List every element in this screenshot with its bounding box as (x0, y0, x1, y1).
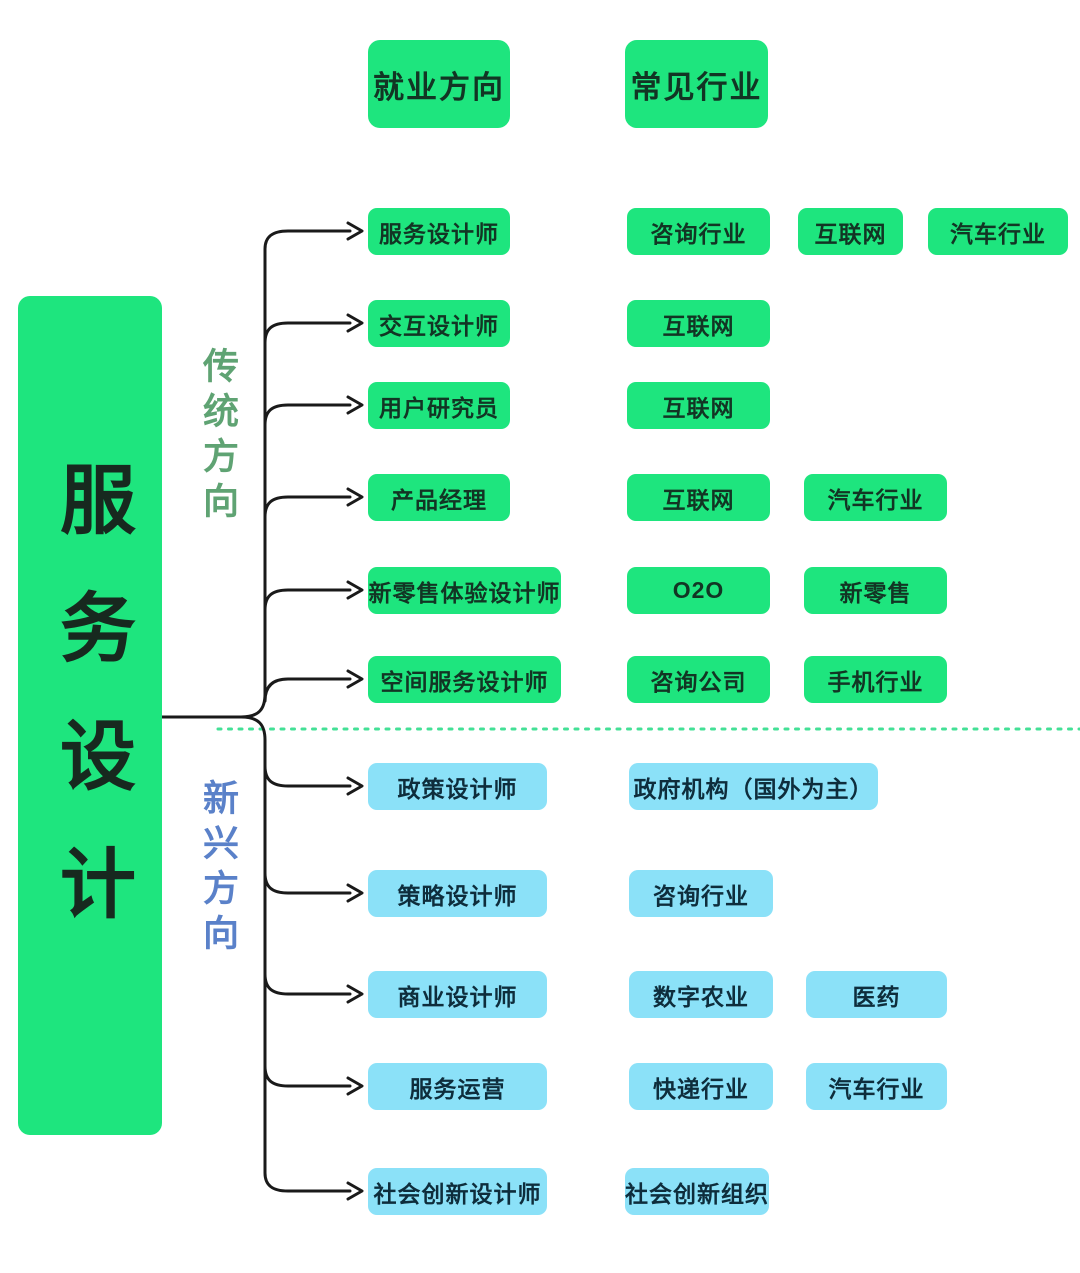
industry-node-1-2: 互联网 (798, 208, 903, 255)
branch-row-2 (263, 321, 352, 345)
trunk-lower (158, 715, 352, 1193)
arrowhead-row-7 (346, 776, 364, 796)
branch-row-3 (263, 403, 352, 427)
arrowhead-row-9 (346, 984, 364, 1004)
job-node-10: 服务运营 (368, 1063, 547, 1110)
job-node-9: 商业设计师 (368, 971, 547, 1018)
job-node-3: 用户研究员 (368, 382, 510, 429)
branch-row-10 (263, 1064, 352, 1088)
arrowhead-row-5 (346, 580, 364, 600)
industry-node-5-2: 新零售 (804, 567, 947, 614)
job-node-2: 交互设计师 (368, 300, 510, 347)
job-node-7: 政策设计师 (368, 763, 547, 810)
industry-node-11-1: 社会创新组织 (625, 1168, 769, 1215)
industry-node-9-2: 医药 (806, 971, 947, 1018)
industry-node-5-1: O2O (627, 567, 770, 614)
arrowhead-row-8 (346, 883, 364, 903)
arrowhead-row-6 (346, 669, 364, 689)
industry-node-6-1: 咨询公司 (627, 656, 770, 703)
job-node-1: 服务设计师 (368, 208, 510, 255)
industry-node-7-1: 政府机构（国外为主） (629, 763, 878, 810)
branch-row-8 (263, 871, 352, 895)
industry-node-2-1: 互联网 (627, 300, 770, 347)
root-node: 服务设计 (18, 296, 162, 1135)
arrowhead-row-1 (346, 221, 364, 241)
branch-row-4 (263, 495, 352, 519)
industry-node-10-2: 汽车行业 (806, 1063, 947, 1110)
branch-row-6 (263, 677, 352, 703)
industry-node-10-1: 快递行业 (629, 1063, 773, 1110)
branch-row-7 (263, 764, 352, 788)
industry-node-1-3: 汽车行业 (928, 208, 1068, 255)
job-node-11: 社会创新设计师 (368, 1168, 547, 1215)
job-node-6: 空间服务设计师 (368, 656, 561, 703)
industry-node-4-1: 互联网 (627, 474, 770, 521)
industry-node-9-1: 数字农业 (629, 971, 773, 1018)
job-node-5: 新零售体验设计师 (368, 567, 561, 614)
arrowhead-row-3 (346, 395, 364, 415)
arrowhead-row-2 (346, 313, 364, 333)
group-label-emerging: 新兴方向 (198, 779, 239, 959)
arrowhead-row-4 (346, 487, 364, 507)
arrowhead-row-11 (346, 1181, 364, 1201)
branch-row-5 (263, 588, 352, 612)
job-node-8: 策略设计师 (368, 870, 547, 917)
root-node-title: 服务设计 (48, 459, 133, 972)
industry-node-4-2: 汽车行业 (804, 474, 947, 521)
industry-node-3-1: 互联网 (627, 382, 770, 429)
branch-row-9 (263, 972, 352, 996)
job-node-4: 产品经理 (368, 474, 510, 521)
header-jobs: 就业方向 (368, 40, 510, 128)
industry-node-6-2: 手机行业 (804, 656, 947, 703)
group-label-traditional: 传统方向 (198, 347, 239, 527)
header-industries: 常见行业 (625, 40, 768, 128)
industry-node-1-1: 咨询行业 (627, 208, 770, 255)
arrowhead-row-10 (346, 1076, 364, 1096)
trunk-upper (158, 229, 352, 719)
industry-node-8-1: 咨询行业 (629, 870, 773, 917)
